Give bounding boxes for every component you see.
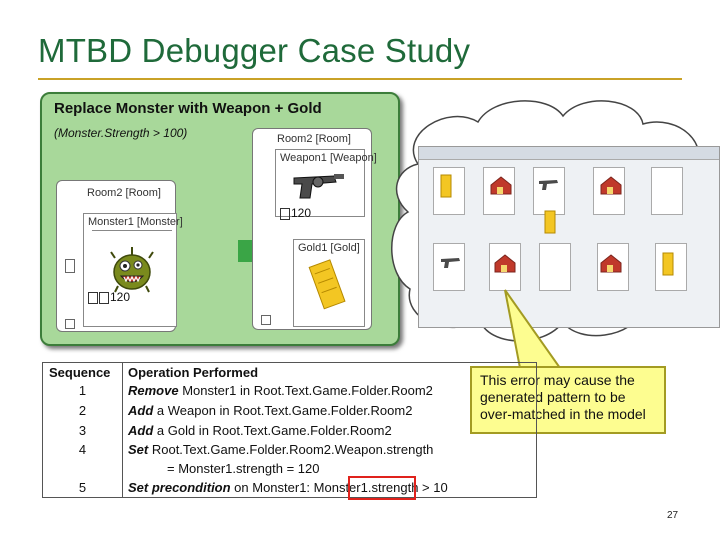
- weapon-label: Weapon1 [Weapon]: [280, 152, 377, 164]
- panel-condition: (Monster.Strength > 100): [54, 126, 188, 140]
- weapon-box: Weapon1 [Weapon]: [275, 149, 377, 217]
- operations-table: Sequence Operation Performed 1 Remove Mo…: [42, 362, 537, 500]
- table-row-op: Remove Monster1 in Root.Text.Game.Folder…: [128, 383, 433, 398]
- slide-title: MTBD Debugger Case Study: [38, 32, 471, 69]
- monster-icon: [110, 247, 154, 293]
- title-divider: [38, 78, 682, 80]
- gold-bar-icon: [308, 259, 346, 310]
- left-room-box: Room2 [Room] Monster1 [Monster]: [56, 180, 183, 332]
- gold-bar-icon: [440, 174, 452, 198]
- right-room-box: Room2 [Room] Weapon1 [Weapon] Gold1 [Gol…: [252, 128, 377, 330]
- table-row-op: Add a Weapon in Root.Text.Game.Folder.Ro…: [128, 403, 413, 418]
- table-row-seq: 4: [78, 442, 87, 457]
- table-row-op: Set precondition on Monster1: Monster1.s…: [128, 480, 448, 495]
- house-icon: [494, 254, 516, 273]
- table-row-op-continuation: = Monster1.strength = 120: [167, 461, 320, 476]
- transformation-panel: Replace Monster with Weapon + Gold (Mons…: [40, 92, 400, 346]
- monster-box: Monster1 [Monster]: [83, 213, 183, 327]
- table-row-seq: 2: [78, 403, 87, 418]
- gun-icon: [293, 174, 344, 199]
- gold-bar-icon: [662, 252, 674, 276]
- weapon-strength-value: 120: [280, 206, 311, 220]
- monster-label: Monster1 [Monster]: [88, 216, 183, 228]
- table-row-op: Set Root.Text.Game.Folder.Room2.Weapon.s…: [128, 442, 434, 457]
- gun-icon: [539, 180, 558, 190]
- highlight-box: [348, 476, 416, 500]
- panel-heading: Replace Monster with Weapon + Gold: [54, 100, 322, 117]
- gun-icon: [441, 258, 460, 268]
- monster-strength-value: 120: [88, 290, 130, 304]
- house-icon: [600, 176, 622, 195]
- gold-label: Gold1 [Gold]: [298, 242, 360, 254]
- left-room-label: Room2 [Room]: [87, 187, 161, 199]
- house-icon: [600, 254, 622, 273]
- model-screenshot: [418, 146, 720, 328]
- operation-header: Operation Performed: [128, 365, 259, 380]
- error-callout: This error may cause the generated patte…: [470, 366, 666, 434]
- sequence-header: Sequence: [49, 365, 111, 380]
- table-row-seq: 3: [78, 423, 87, 438]
- house-icon: [490, 176, 512, 195]
- table-row-seq: 5: [78, 480, 87, 495]
- table-row-seq: 1: [78, 383, 87, 398]
- sequence-column: [43, 363, 123, 497]
- gold-bar-icon: [544, 210, 556, 234]
- page-number: 27: [667, 510, 679, 521]
- table-row-op: Add a Gold in Root.Text.Game.Folder.Room…: [128, 423, 392, 438]
- right-room-label: Room2 [Room]: [277, 133, 351, 145]
- gold-box: Gold1 [Gold]: [293, 239, 365, 327]
